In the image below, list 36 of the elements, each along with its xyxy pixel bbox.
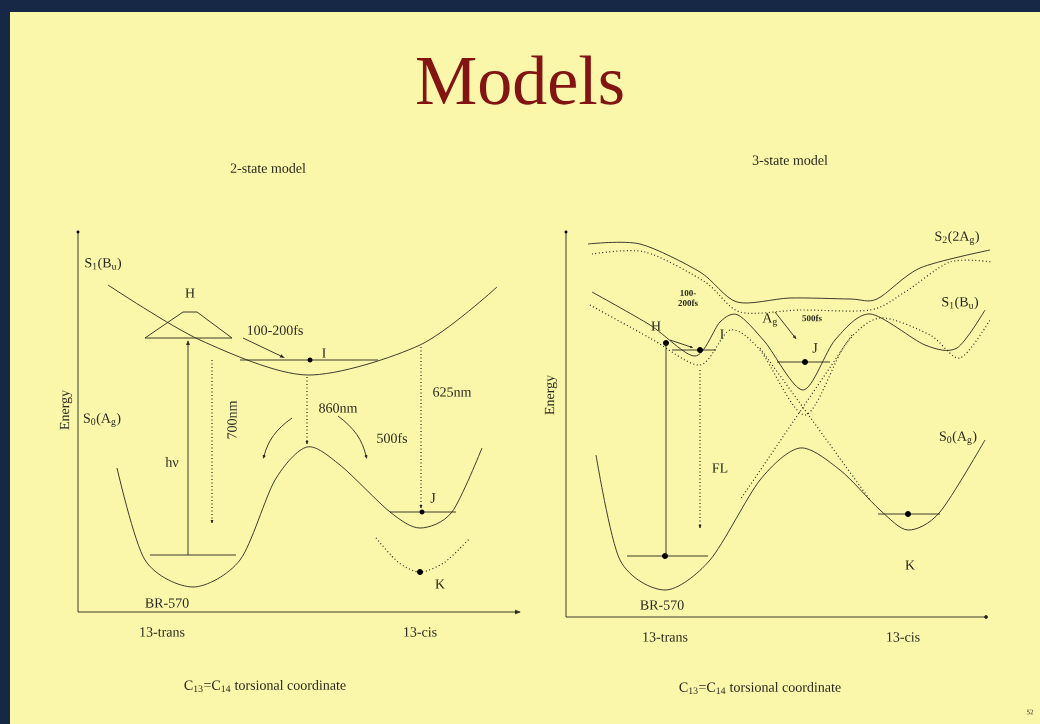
axis-label: C$_{13}$=C$_{14}$ torsional coordinate bbox=[184, 680, 346, 692]
panel-title: 2-state model bbox=[230, 163, 306, 173]
time-label: 100-200fs bbox=[247, 325, 303, 335]
state-label: K bbox=[905, 560, 915, 570]
time-label: 500fs bbox=[802, 314, 822, 322]
state-label: J bbox=[430, 493, 436, 503]
time-label: 100-200fs bbox=[678, 289, 698, 307]
wavelength-label: 700nm bbox=[227, 400, 237, 439]
state-label: I bbox=[720, 329, 724, 339]
time-label: 500fs bbox=[377, 433, 408, 443]
state-label: I bbox=[322, 348, 326, 358]
axis-label: C$_{13}$=C$_{14}$ torsional coordinate bbox=[679, 682, 841, 694]
state-label: J bbox=[812, 343, 818, 353]
wavelength-label: 860nm bbox=[319, 403, 358, 413]
photon-label: hν bbox=[165, 457, 179, 467]
curve-label: S$_{1}$(B$_{u}$) bbox=[942, 296, 978, 310]
curve-label: S$_{0}$(A$_{g}$) bbox=[939, 431, 977, 445]
state-label: BR-570 bbox=[640, 600, 684, 610]
state-label: H bbox=[185, 288, 195, 298]
curve-label: S$_{1}$(B$_{u}$) bbox=[85, 257, 121, 271]
state-label: FL bbox=[712, 463, 728, 473]
state-label: H bbox=[651, 321, 661, 331]
curve-label: S$_{2}$(2A$_{g}$) bbox=[935, 231, 979, 245]
axis-label: Energy bbox=[59, 389, 73, 430]
state-label: A$_{g}$ bbox=[762, 313, 778, 327]
state-label: K bbox=[435, 579, 445, 589]
tick-label: 13-cis bbox=[887, 632, 920, 642]
axis-label: Energy bbox=[544, 374, 558, 415]
panel-title: 3-state model bbox=[752, 155, 828, 165]
tick-label: 13-trans bbox=[643, 632, 688, 642]
state-label: BR-570 bbox=[145, 598, 189, 608]
slide-title: Models bbox=[417, 55, 623, 105]
tick-label: 13-trans bbox=[140, 627, 185, 637]
curve-label: S$_{0}$(A$_{g}$) bbox=[83, 413, 121, 427]
wavelength-label: 625nm bbox=[433, 387, 472, 397]
tick-label: 13-cis bbox=[404, 627, 437, 637]
